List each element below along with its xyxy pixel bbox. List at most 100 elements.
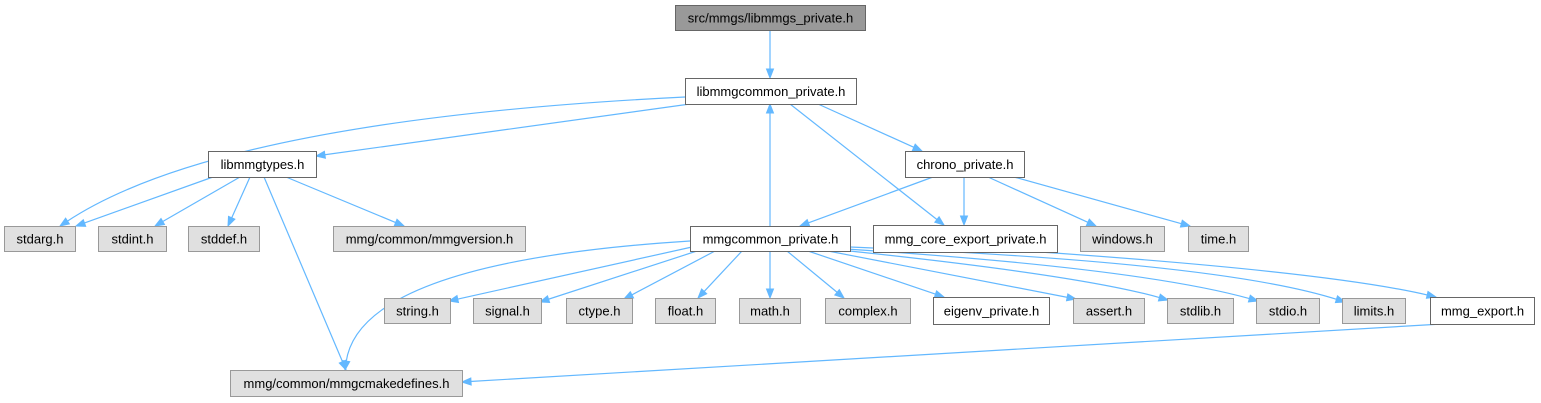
edge-line [263,176,344,363]
arrow-head-icon [933,215,946,226]
node-windows: windows.h [1080,226,1165,252]
node-label: stdint.h [112,232,154,247]
edge-mmgcommon_private-to-string [447,246,693,304]
node-label: libmmgtypes.h [221,157,305,172]
edge-libmmgcommon_private-to-libmmgtypes [314,103,691,159]
edge-line [817,103,915,149]
node-stdint: stdint.h [98,226,167,252]
edge-line [839,249,1161,299]
edge-chrono_private-to-windows [987,176,1098,227]
node-label: stdarg.h [17,232,64,247]
arrow-head-icon [798,218,811,227]
arrow-head-icon [933,289,946,298]
node-label: eigenv_private.h [944,304,1039,319]
edge-line [66,96,686,223]
edge-libmmgcommon_private-to-mmg_core_export_private [789,103,946,226]
node-box [1188,226,1249,252]
arrow-head-icon [74,218,87,227]
node-libmmgcommon-private[interactable]: libmmgcommon_private.h [685,78,857,105]
node-box [333,226,526,252]
edge-line [827,250,1069,299]
arrow-head-icon [697,288,708,300]
node-box [98,226,167,252]
node-libmmgtypes[interactable]: libmmgtypes.h [208,151,317,178]
node-stdarg: stdarg.h [4,226,76,252]
node-box [1256,298,1320,324]
node-label: complex.h [838,304,897,319]
edge-mmgcommon_private-to-complex [786,250,846,299]
edge-libmmgs_private-to-libmmgcommon_private [765,30,775,80]
node-mmg-core-export-private[interactable]: mmg_core_export_private.h [873,225,1058,253]
node-box [1342,298,1406,324]
edge-libmmgtypes-to-mmgversion [285,176,406,227]
node-box [473,298,542,324]
node-label: ctype.h [579,304,621,319]
node-label: limits.h [1354,304,1394,319]
edge-line [456,246,693,300]
node-string: string.h [384,298,451,324]
node-libmmgs-private[interactable]: src/mmgs/libmmgs_private.h [675,5,866,31]
node-box [384,298,451,324]
arrow-head-icon [1179,219,1192,228]
arrow-head-icon [622,290,635,300]
node-box [230,370,463,397]
edge-line [230,176,251,219]
edge-mmgcommon_private-to-libmmgcommon_private [765,102,775,226]
node-mmgcmakedefines: mmg/common/mmgcmakedefines.h [230,370,463,397]
edge-mmgcommon_private-to-eigenv_private [807,250,946,298]
node-box [825,298,911,324]
node-box [566,298,633,324]
node-label: string.h [396,304,439,319]
edge-mmgcommon_private-to-math [765,251,775,300]
arrow-head-icon [538,295,551,304]
arrow-head-icon [58,217,71,227]
node-stdlib: stdlib.h [1167,298,1234,324]
edge-mmg_export-to-mmgcmakedefines [460,323,1443,386]
node-label: time.h [1201,232,1236,247]
node-mmg-export[interactable]: mmg_export.h [1430,297,1535,325]
arrow-head-icon [1085,218,1098,227]
edge-mmgcommon_private-to-assert [827,250,1078,302]
node-chrono-private[interactable]: chrono_private.h [905,151,1025,178]
edge-line [807,176,934,224]
edge-libmmgtypes-to-stddef [227,176,251,228]
node-box [873,225,1058,253]
node-label: signal.h [485,304,530,319]
edge-libmmgcommon_private-to-stdarg [58,96,686,227]
arrow-head-icon [959,215,969,227]
node-box [685,78,857,105]
edge-line [845,248,1251,300]
node-label: stdlib.h [1180,304,1221,319]
arrow-head-icon [1157,293,1170,302]
edge-line [469,323,1443,383]
node-mmgcommon-private[interactable]: mmgcommon_private.h [690,226,851,252]
edge-libmmgtypes-to-stdint [153,176,241,227]
node-mmgversion: mmg/common/mmgversion.h [333,226,526,252]
node-box [208,151,317,178]
nodes-layer: src/mmgs/libmmgs_private.h libmmgcommon_p… [4,5,1535,397]
edge-libmmgcommon_private-to-chrono_private [817,103,924,152]
arrow-head-icon [153,217,166,227]
node-eigenv-private[interactable]: eigenv_private.h [933,297,1050,325]
node-label: libmmgcommon_private.h [697,84,846,99]
node-box [188,226,260,252]
node-label: assert.h [1086,304,1132,319]
edge-line [789,103,939,221]
node-stdio: stdio.h [1256,298,1320,324]
arrow-head-icon [765,68,775,80]
node-box [739,298,801,324]
node-label: mmg_core_export_private.h [885,232,1047,247]
node-label: windows.h [1091,232,1153,247]
node-float: float.h [655,298,716,324]
node-box [1080,226,1165,252]
edge-mmg_core_export_private-to-mmg_export [1039,251,1438,299]
edge-line [807,250,937,295]
arrow-head-icon [314,150,326,159]
arrow-head-icon [342,360,351,372]
edge-libmmgtypes-to-mmgcmakedefines [263,176,347,372]
node-ctype: ctype.h [566,298,633,324]
edge-chrono_private-to-mmgcommon_private [798,176,934,227]
node-time: time.h [1188,226,1249,252]
edge-libmmgtypes-to-stdarg [74,176,214,227]
edge-chrono_private-to-mmg_core_export_private [959,177,969,227]
